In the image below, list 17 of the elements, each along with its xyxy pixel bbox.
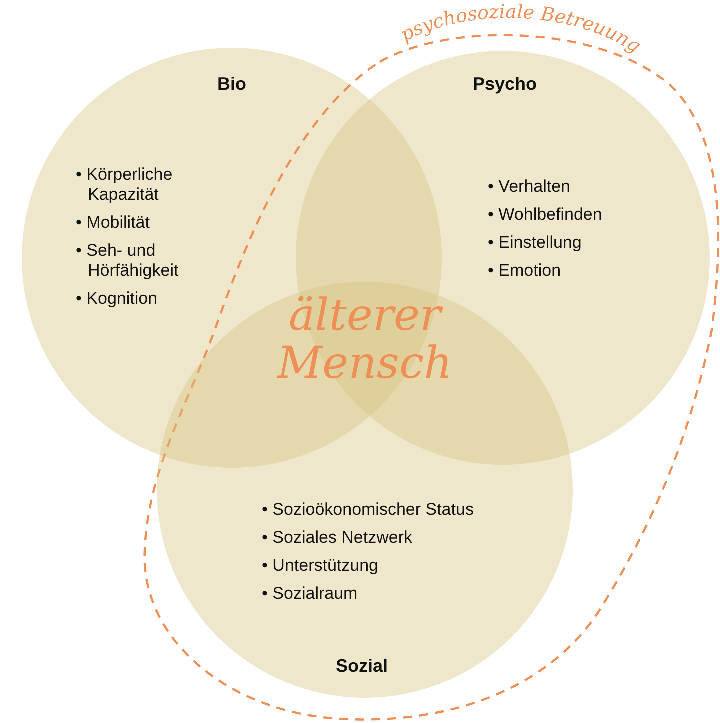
venn-circle xyxy=(157,282,573,698)
bullet-item: • Sozialraum xyxy=(262,584,359,604)
bullet-item: • Mobilität xyxy=(76,213,151,233)
bullet-item: • Seh- und Hörfähigkeit xyxy=(76,241,180,281)
bullet-item: • Soziales Netzwerk xyxy=(262,528,414,548)
bullet-item: • Emotion xyxy=(488,261,562,281)
bullet-item: • Kognition xyxy=(76,289,159,309)
bullet-item: • Sozioökonomischer Status xyxy=(262,500,475,520)
center-label: älterer Mensch xyxy=(276,292,454,388)
bullet-item: • Wohlbefinden xyxy=(488,205,604,225)
bullet-item: • Körperliche Kapazität xyxy=(76,165,174,205)
bullet-item: • Verhalten xyxy=(488,177,572,197)
bullet-item: • Unterstützung xyxy=(262,556,380,576)
circle-heading: Psycho xyxy=(473,74,538,95)
circle-heading: Bio xyxy=(218,74,246,95)
bullet-item: • Einstellung xyxy=(488,233,583,253)
circle-heading: Sozial xyxy=(336,656,388,677)
